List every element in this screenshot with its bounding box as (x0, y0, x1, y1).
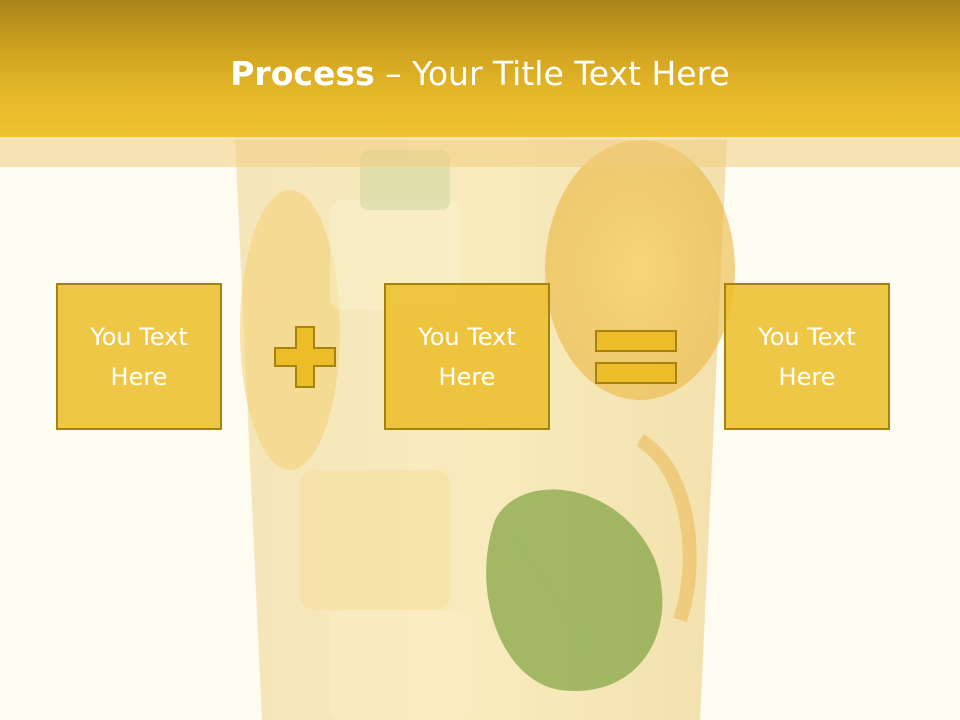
step-box-1: You Text Here (56, 283, 222, 430)
slide-title-bold: Process (230, 54, 375, 93)
slide-title: Process – Your Title Text Here (0, 52, 960, 96)
slide-title-rest: – Your Title Text Here (374, 54, 730, 93)
plus-icon (274, 326, 336, 388)
step-box-3-label: You Text Here (758, 322, 856, 391)
step-box-2: You Text Here (384, 283, 550, 430)
step-box-2-label: You Text Here (418, 322, 516, 391)
equals-icon (595, 330, 677, 384)
title-underline-strip (0, 137, 960, 167)
step-box-3: You Text Here (724, 283, 890, 430)
title-bar (0, 0, 960, 137)
step-box-1-label: You Text Here (90, 322, 188, 391)
